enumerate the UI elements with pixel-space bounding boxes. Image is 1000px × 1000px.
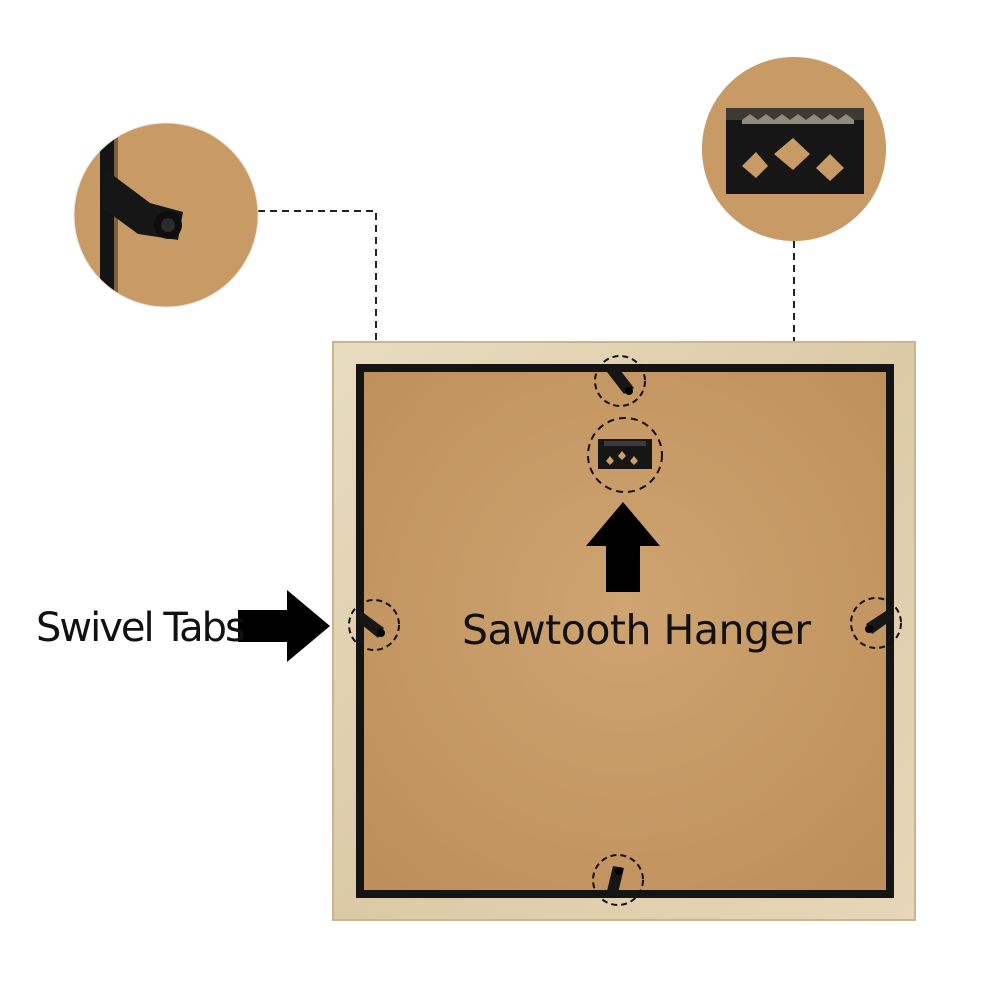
swivel-tab-right (850, 597, 902, 649)
arrow-right-icon (238, 590, 330, 662)
swivel-tab-zoom (73, 122, 259, 308)
picture-frame (332, 341, 916, 921)
swivel-tab-icon (607, 366, 634, 395)
sawtooth-hanger-icon (598, 439, 652, 469)
sawtooth-hanger-icon (774, 138, 810, 170)
swivel-tab-icon (607, 866, 624, 893)
swivel-tab-top (594, 355, 646, 407)
arrow-up-icon (586, 502, 660, 592)
sawtooth-hanger-zoom (702, 57, 886, 241)
sawtooth-hanger-label: Sawtooth Hanger (462, 606, 811, 654)
swivel-tab-left (348, 599, 400, 651)
swivel-tab-icon (356, 611, 385, 638)
sawtooth-hanger-on-frame (587, 417, 663, 493)
swivel-tab-icon (865, 609, 893, 634)
swivel-tab-bottom (592, 854, 644, 906)
swivel-tabs-label: Swivel Tabs (36, 605, 246, 651)
